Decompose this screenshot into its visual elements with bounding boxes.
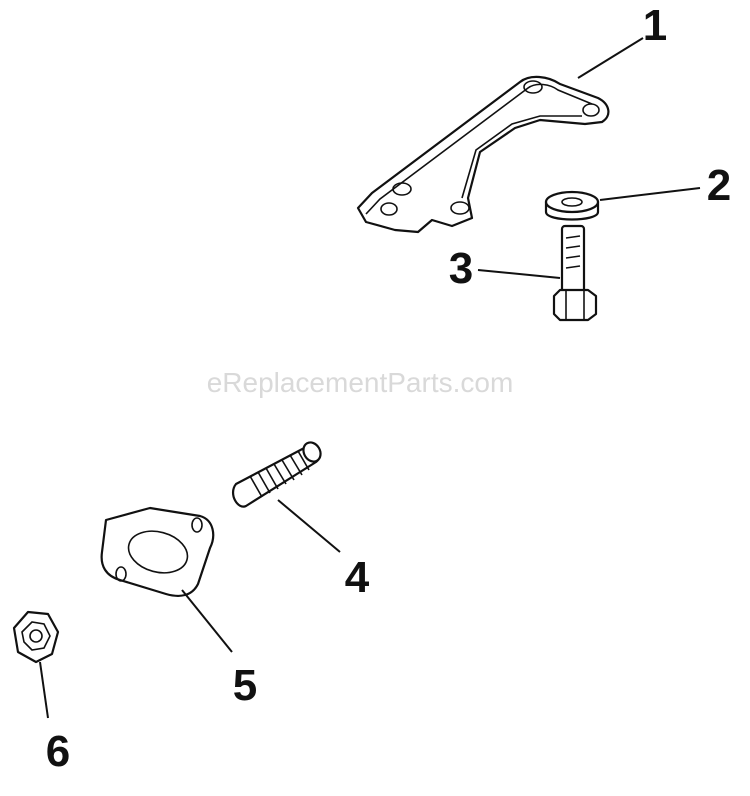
- leader-line-6: [39, 661, 49, 719]
- callout-5: 5: [233, 661, 257, 710]
- mounting-bracket-icon[interactable]: [356, 75, 610, 234]
- washer-spacer-icon[interactable]: [544, 190, 600, 221]
- hex-nut-icon[interactable]: [12, 610, 60, 664]
- callout-3: 3: [449, 244, 473, 293]
- callout-1: 1: [643, 1, 667, 50]
- callout-6: 6: [46, 727, 70, 776]
- leader-line-3: [477, 269, 561, 279]
- leader-line-1: [577, 37, 644, 79]
- watermark-text: eReplacementParts.com: [207, 367, 514, 398]
- threaded-stud-icon[interactable]: [231, 439, 324, 508]
- callout-2: 2: [707, 161, 731, 210]
- leader-line-4: [277, 499, 341, 553]
- leader-line-5: [181, 589, 233, 653]
- gasket-icon[interactable]: [100, 506, 215, 597]
- leader-line-2: [599, 187, 701, 201]
- callout-4: 4: [345, 553, 370, 602]
- bolt-icon[interactable]: [552, 224, 598, 322]
